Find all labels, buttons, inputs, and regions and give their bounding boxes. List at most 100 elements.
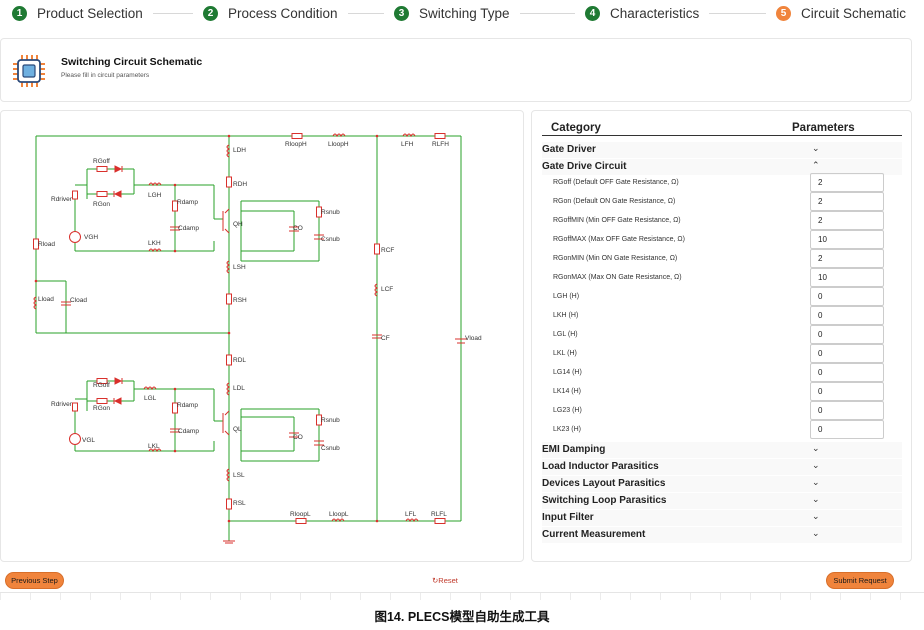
chip-icon	[13, 55, 45, 87]
submit-request-button[interactable]: Submit Request	[826, 572, 894, 589]
section-gate-driver[interactable]: Gate Driver ⌄	[542, 142, 902, 158]
param-row-lk14: LK14 (H)0	[542, 382, 902, 401]
step-number: 5	[776, 5, 791, 21]
step-characteristics[interactable]: 4 Characteristics	[585, 5, 776, 21]
step-process-condition[interactable]: 2 Process Condition	[203, 5, 394, 21]
section-input-filter[interactable]: Input Filter ⌄	[542, 510, 902, 526]
label-ql: QL	[233, 426, 242, 433]
param-label: LG23 (H)	[553, 407, 582, 414]
circuit-schematic: LDH RDH QH CO Rsnub Csnub LSH RSH RDL LD…	[33, 133, 482, 544]
param-input-rgon[interactable]: 2	[810, 192, 884, 211]
label-qh: QH	[233, 221, 243, 228]
label-ldl: LDL	[233, 385, 245, 392]
label-cdamp-h: Cdamp	[178, 225, 199, 232]
step-product-selection[interactable]: 1 Product Selection	[12, 5, 203, 21]
reset-icon: ↻	[432, 576, 439, 585]
label-rdamp-l: Rdamp	[177, 402, 198, 409]
param-input-lk23[interactable]: 0	[810, 420, 884, 439]
param-label: LKH (H)	[553, 312, 579, 319]
param-row-lgh: LGH (H)0	[542, 287, 902, 306]
schematic-panel: LDH RDH QH CO Rsnub Csnub LSH RSH RDL LD…	[0, 110, 524, 562]
stepper: 1 Product Selection 2 Process Condition …	[0, 0, 924, 26]
step-connector	[347, 12, 384, 14]
label-vgh: VGH	[84, 234, 98, 241]
param-label: LG14 (H)	[553, 369, 582, 376]
section-devices-layout-parasitics[interactable]: Devices Layout Parasitics ⌄	[542, 476, 902, 492]
param-input-rgonmax[interactable]: 10	[810, 268, 884, 287]
label-cf: CF	[381, 335, 390, 342]
param-row-rgoffmax: RGoffMAX (Max OFF Gate Resistance, Ω) 10	[542, 230, 902, 249]
label-rdh: RDH	[233, 181, 247, 188]
param-label: RGoff (Default OFF Gate Resistance, Ω)	[553, 179, 679, 186]
parameters-header: Category Parameters	[542, 121, 902, 136]
param-row-lgl: LGL (H)0	[542, 325, 902, 344]
step-connector	[152, 12, 193, 14]
parameters-panel: Category Parameters Gate Driver ⌄ Gate D…	[531, 110, 912, 562]
param-label: LK23 (H)	[553, 426, 582, 433]
label-lgl: LGL	[144, 395, 157, 402]
label-llooph: LloopH	[328, 141, 349, 148]
section-gate-drive-circuit[interactable]: Gate Drive Circuit ⌃	[542, 159, 902, 175]
chevron-down-icon: ⌄	[812, 143, 820, 153]
step-label: Process Condition	[228, 5, 338, 21]
label-lloopl: LloopL	[329, 511, 349, 518]
column-category: Category	[551, 122, 601, 134]
param-input-rgoff[interactable]: 2	[810, 173, 884, 192]
grid-strip	[0, 592, 924, 600]
label-csnub-l: Csnub	[321, 445, 340, 452]
label-rgoff-l: RGoff	[93, 382, 110, 389]
param-input-rgoffmin[interactable]: 2	[810, 211, 884, 230]
step-label: Product Selection	[37, 5, 143, 21]
section-emi-damping[interactable]: EMI Damping ⌄	[542, 442, 902, 458]
param-input-lg14[interactable]: 0	[810, 363, 884, 382]
param-input-rgonmin[interactable]: 2	[810, 249, 884, 268]
param-row-rgoff: RGoff (Default OFF Gate Resistance, Ω) 2	[542, 173, 902, 192]
param-input-lg23[interactable]: 0	[810, 401, 884, 420]
param-input-rgoffmax[interactable]: 10	[810, 230, 884, 249]
chevron-down-icon: ⌄	[812, 443, 820, 453]
label-rgoff-h: RGoff	[93, 158, 110, 165]
param-input-lgl[interactable]: 0	[810, 325, 884, 344]
label-vgl: VGL	[82, 437, 95, 444]
param-row-rgonmin: RGonMIN (Min ON Gate Resistance, Ω) 2	[542, 249, 902, 268]
label-rlooph: RloopH	[285, 141, 307, 148]
section-load-inductor-parasitics[interactable]: Load Inductor Parasitics ⌄	[542, 459, 902, 475]
param-row-lk23: LK23 (H) 0	[542, 420, 902, 439]
label-rdriver-l: Rdriver	[51, 401, 73, 408]
param-label: RGonMAX (Max ON Gate Resistance, Ω)	[553, 274, 682, 281]
param-row-lg14: LG14 (H) 0	[542, 363, 902, 382]
param-input-lk14[interactable]: 0	[810, 382, 884, 401]
previous-step-button[interactable]: Previous Step	[5, 572, 64, 589]
param-label: RGon (Default ON Gate Resistance, Ω)	[553, 198, 676, 205]
param-input-lkh[interactable]: 0	[810, 306, 884, 325]
label-co-h: CO	[293, 225, 303, 232]
label-lcf: LCF	[381, 286, 393, 293]
label-vload: Vload	[465, 335, 482, 342]
label-cdamp-l: Cdamp	[178, 428, 199, 435]
label-lkl: LKL	[148, 443, 160, 450]
param-label: RGonMIN (Min ON Gate Resistance, Ω)	[553, 255, 678, 262]
reset-button[interactable]: ↻Reset	[432, 576, 458, 585]
label-cload: Cload	[70, 297, 87, 304]
label-rcf: RCF	[381, 247, 394, 254]
section-switching-loop-parasitics[interactable]: Switching Loop Parasitics ⌄	[542, 493, 902, 509]
section-title: Gate Drive Circuit	[542, 161, 627, 172]
label-rsl: RSL	[233, 500, 246, 507]
step-number: 3	[394, 5, 409, 21]
param-input-lkl[interactable]: 0	[810, 344, 884, 363]
section-current-measurement[interactable]: Current Measurement ⌄	[542, 527, 902, 543]
param-label: RGoffMAX (Max OFF Gate Resistance, Ω)	[553, 236, 685, 243]
step-number: 1	[12, 5, 27, 21]
chevron-down-icon: ⌄	[812, 511, 820, 521]
chevron-down-icon: ⌄	[812, 528, 820, 538]
step-switching-type[interactable]: 3 Switching Type	[394, 5, 585, 21]
step-label: Circuit Schematic	[801, 5, 907, 21]
param-input-lgh[interactable]: 0	[810, 287, 884, 306]
section-title: Load Inductor Parasitics	[542, 461, 659, 472]
param-row-lkh: LKH (H) 0	[542, 306, 902, 325]
step-circuit-schematic[interactable]: 5 Circuit Schematic	[776, 5, 924, 21]
footer-bar: Previous Step ↻Reset Submit Request	[0, 570, 912, 592]
step-number: 4	[585, 5, 600, 21]
param-row-rgon: RGon (Default ON Gate Resistance, Ω) 2	[542, 192, 902, 211]
section-title: EMI Damping	[542, 444, 606, 455]
